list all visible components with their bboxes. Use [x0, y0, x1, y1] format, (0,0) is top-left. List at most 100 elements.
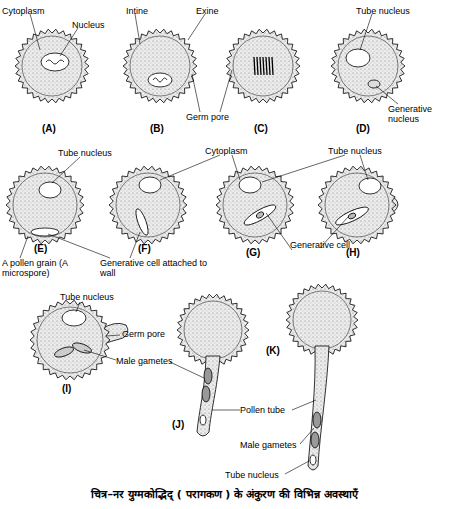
exine-wall: [109, 166, 187, 244]
exine-wall: [6, 166, 84, 244]
intine-wall: [233, 36, 293, 96]
intine-wall: [13, 173, 77, 237]
leader-line: [30, 14, 40, 50]
tube-nucleus: [200, 415, 206, 425]
leader-line: [360, 14, 372, 50]
leader-line: [48, 234, 110, 258]
leader-line: [360, 155, 368, 180]
leader-line: [84, 350, 116, 360]
part-label: Tube nucleus: [58, 148, 112, 158]
chromatin: [46, 60, 64, 64]
male-gamete: [313, 412, 321, 428]
leader-line: [232, 155, 240, 180]
generative-nucleus: [255, 211, 264, 219]
chromatin: [153, 78, 167, 82]
intine-wall: [293, 291, 351, 349]
leader-line: [285, 461, 309, 474]
leader-line: [60, 28, 78, 56]
intine-wall: [22, 36, 82, 96]
exine-wall: [30, 300, 110, 380]
figure-caption: चित्र–नर युग्मकोद्भिद् ( परागकण ) के अंक…: [0, 486, 449, 501]
part-label: Cytoplasm: [205, 146, 248, 156]
part-label: Tube nucleus: [225, 470, 279, 480]
intine-wall: [325, 173, 389, 237]
part-label: Generative cell: [290, 240, 350, 250]
stage-letter: (E): [34, 244, 47, 254]
pollen-tube: [308, 346, 329, 470]
chromosome: [254, 57, 255, 75]
leader-line: [212, 410, 240, 411]
male-gamete: [311, 432, 319, 448]
leader-line: [376, 86, 398, 104]
exine-wall: [318, 166, 396, 244]
pollen-tube: [197, 356, 220, 436]
male-gamete: [202, 386, 210, 402]
intine-wall: [116, 173, 180, 237]
stage-letter: (D): [356, 124, 370, 134]
intine-wall: [223, 173, 287, 237]
intine-wall: [184, 301, 242, 359]
part-label: Male gametes: [116, 356, 173, 366]
male-gamete: [71, 341, 93, 355]
part-label: Nucleus: [72, 20, 105, 30]
leader-line: [160, 155, 220, 180]
leader-line: [106, 335, 120, 336]
leader-line: [292, 400, 316, 410]
leader-line: [192, 74, 200, 112]
tube-nucleus: [359, 178, 381, 194]
generative-cell: [31, 228, 59, 236]
exine-wall: [331, 29, 405, 103]
chromosome: [263, 57, 264, 75]
part-label: Generative nucleus: [388, 104, 446, 124]
leader-lines: [20, 14, 398, 474]
part-label: Generative cell attached to wall: [100, 258, 212, 278]
part-label: Male gametes: [240, 440, 297, 450]
part-label: Exine: [196, 6, 219, 16]
exine-wall: [123, 29, 197, 103]
leader-line: [135, 14, 140, 44]
stage-letter: (I): [62, 384, 71, 394]
exine-wall: [177, 294, 249, 366]
stage-letter: (B): [150, 124, 164, 134]
chromosome: [260, 57, 261, 75]
chromosome: [272, 57, 273, 75]
stage-letter: (J): [172, 420, 184, 430]
stage-letter: (G): [246, 248, 260, 258]
part-label: Germ pore: [186, 112, 229, 122]
nucleus: [41, 53, 69, 71]
generative-nucleus: [368, 80, 380, 88]
pollen-stages: [6, 29, 405, 470]
stage-letter: (F): [138, 244, 151, 254]
leader-line: [20, 236, 28, 258]
tube-nucleus: [310, 455, 316, 465]
leader-line: [52, 157, 80, 183]
part-label: Tube nucleus: [356, 6, 410, 16]
exine-wall: [216, 166, 294, 244]
leader-line: [220, 70, 232, 112]
intine-wall: [37, 307, 103, 373]
generative-nucleus: [347, 212, 356, 220]
tube-nucleus: [346, 49, 370, 67]
male-gamete: [53, 345, 75, 359]
part-label: Tube nucleus: [328, 146, 382, 156]
leader-line: [188, 14, 205, 40]
male-gamete: [204, 368, 212, 384]
part-label: A pollen grain (A microspore): [2, 258, 74, 278]
nucleus: [148, 73, 172, 87]
stage-letter: (K): [266, 346, 280, 356]
part-label: Cytoplasm: [2, 6, 45, 16]
exine-wall: [15, 29, 89, 103]
leader-line: [266, 213, 292, 250]
leader-line: [170, 362, 204, 378]
generative-cell: [133, 207, 150, 236]
chromosome: [257, 57, 258, 75]
leader-line: [76, 302, 80, 312]
exine-wall: [226, 29, 300, 103]
intine-wall: [130, 36, 190, 96]
tube-nucleus: [239, 177, 261, 193]
stage-letter: (C): [254, 124, 268, 134]
stage-letter: (A): [42, 124, 56, 134]
tube-nucleus: [62, 310, 86, 326]
tube-nucleus: [139, 177, 161, 193]
